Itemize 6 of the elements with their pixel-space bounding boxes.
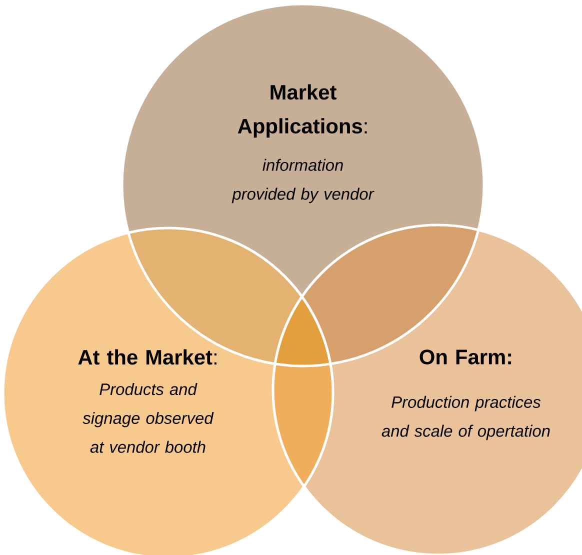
circle-heading: At the Market: — [78, 349, 216, 365]
circle-description: Production practices and scale of opertation — [382, 396, 550, 440]
circle-heading: Market Applications: — [238, 84, 367, 138]
circle-description: Products and signage observed at vendor booth — [82, 383, 214, 453]
circle-heading: On Farm: — [420, 350, 512, 364]
circle-description: information provided by vendor — [232, 158, 374, 204]
